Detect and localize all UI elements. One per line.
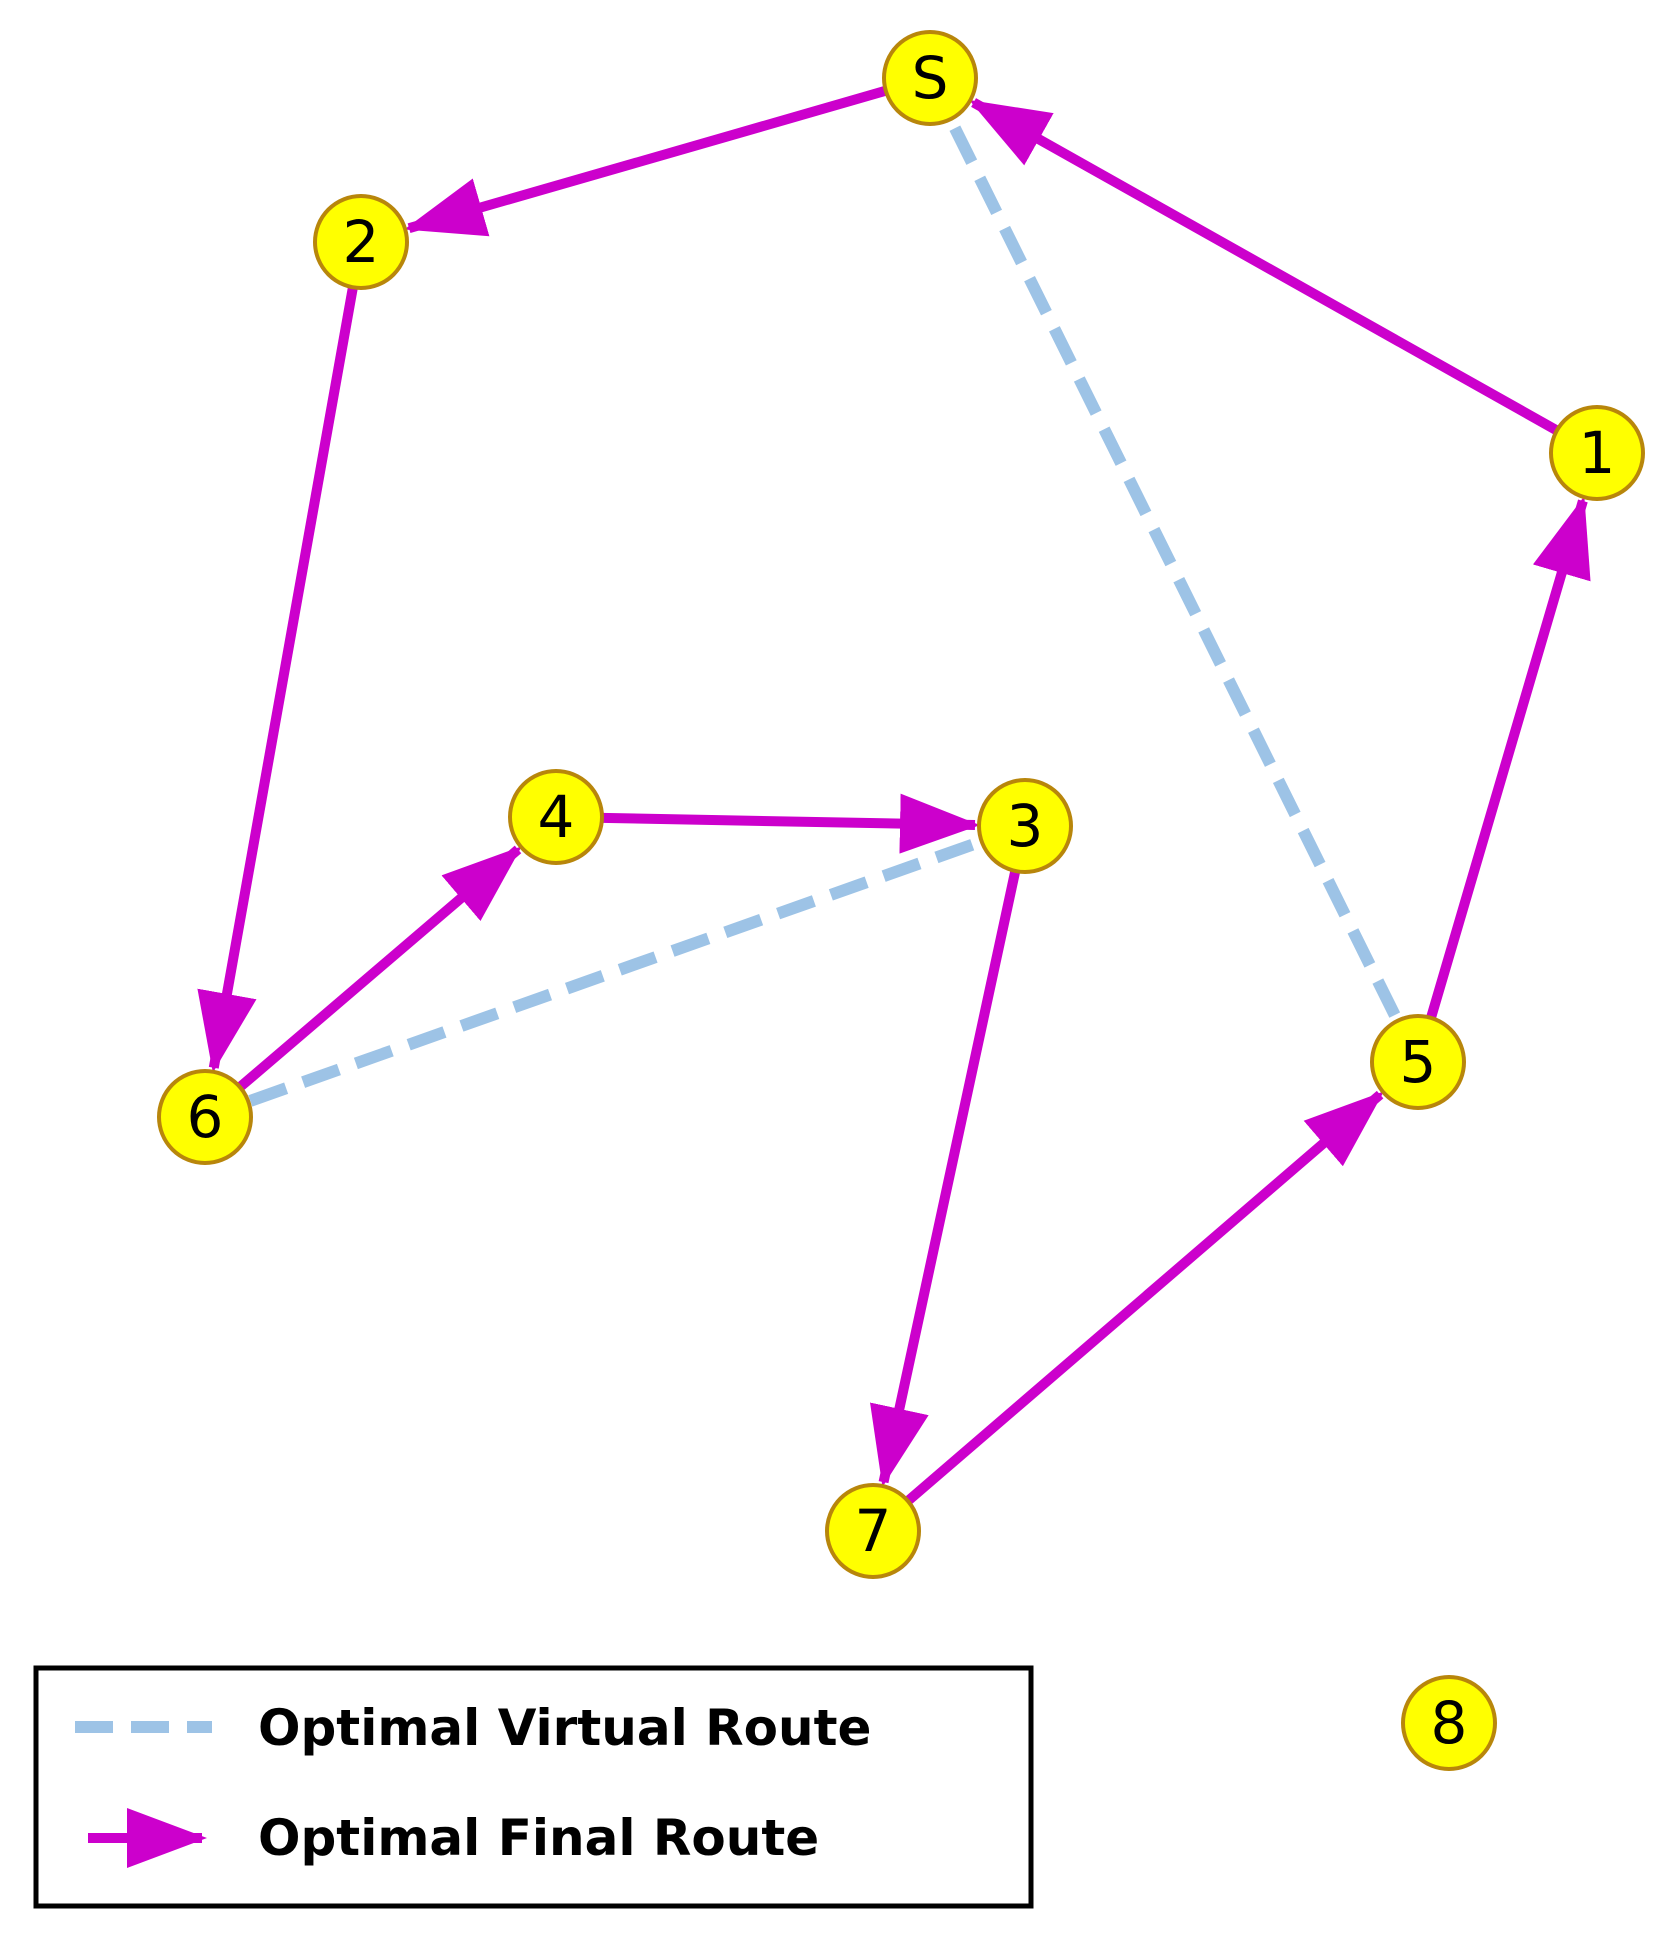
node-label-3: 3 — [1007, 792, 1044, 860]
node-label-1: 1 — [1579, 419, 1616, 487]
node-3: 3 — [977, 778, 1073, 874]
node-circle-7 — [825, 1483, 921, 1579]
virtual-edge-S-5 — [924, 75, 1424, 1065]
legend-final-label: Optimal Final Route — [258, 1809, 819, 1867]
legend: Optimal Virtual Route Optimal Final Rout… — [33, 1665, 1034, 1909]
node-circle-1 — [1549, 405, 1645, 501]
virtual-route-edges — [202, 75, 1424, 1123]
node-label-S: S — [912, 44, 949, 112]
node-4: 4 — [508, 769, 604, 865]
node-label-8: 8 — [1431, 1689, 1468, 1757]
final-edge-3-7 — [870, 869, 1021, 1488]
node-circle-4 — [508, 769, 604, 865]
node-8: 8 — [1401, 1675, 1497, 1771]
final-edge-5-1 — [1426, 496, 1591, 1020]
node-circle-5 — [1370, 1014, 1466, 1110]
node-label-2: 2 — [343, 208, 380, 276]
node-circle-6 — [157, 1069, 253, 1165]
node-circle-8 — [1401, 1675, 1497, 1771]
final-edge-1-S — [969, 98, 1560, 435]
final-route-edges — [197, 85, 1591, 1505]
legend-virtual-label: Optimal Virtual Route — [258, 1699, 871, 1757]
route-nodes: S 1 2 3 4 5 6 7 8 — [157, 30, 1645, 1771]
final-edge-2-6 — [197, 286, 358, 1073]
node-label-7: 7 — [855, 1497, 892, 1565]
node-label-5: 5 — [1400, 1028, 1437, 1096]
final-edge-7-5 — [904, 1090, 1384, 1505]
final-edge-S-2 — [404, 85, 888, 237]
node-circle-S — [882, 30, 978, 126]
final-edge-6-4 — [236, 845, 522, 1091]
node-label-6: 6 — [187, 1083, 224, 1151]
node-1: 1 — [1549, 405, 1645, 501]
node-6: 6 — [157, 1069, 253, 1165]
node-5: 5 — [1370, 1014, 1466, 1110]
node-2: 2 — [313, 194, 409, 290]
node-circle-3 — [977, 778, 1073, 874]
node-label-4: 4 — [538, 783, 575, 851]
node-circle-2 — [313, 194, 409, 290]
node-7: 7 — [825, 1483, 921, 1579]
virtual-edge-3-6 — [202, 820, 1028, 1123]
final-edge-4-3 — [601, 793, 981, 854]
node-S: S — [882, 30, 978, 126]
